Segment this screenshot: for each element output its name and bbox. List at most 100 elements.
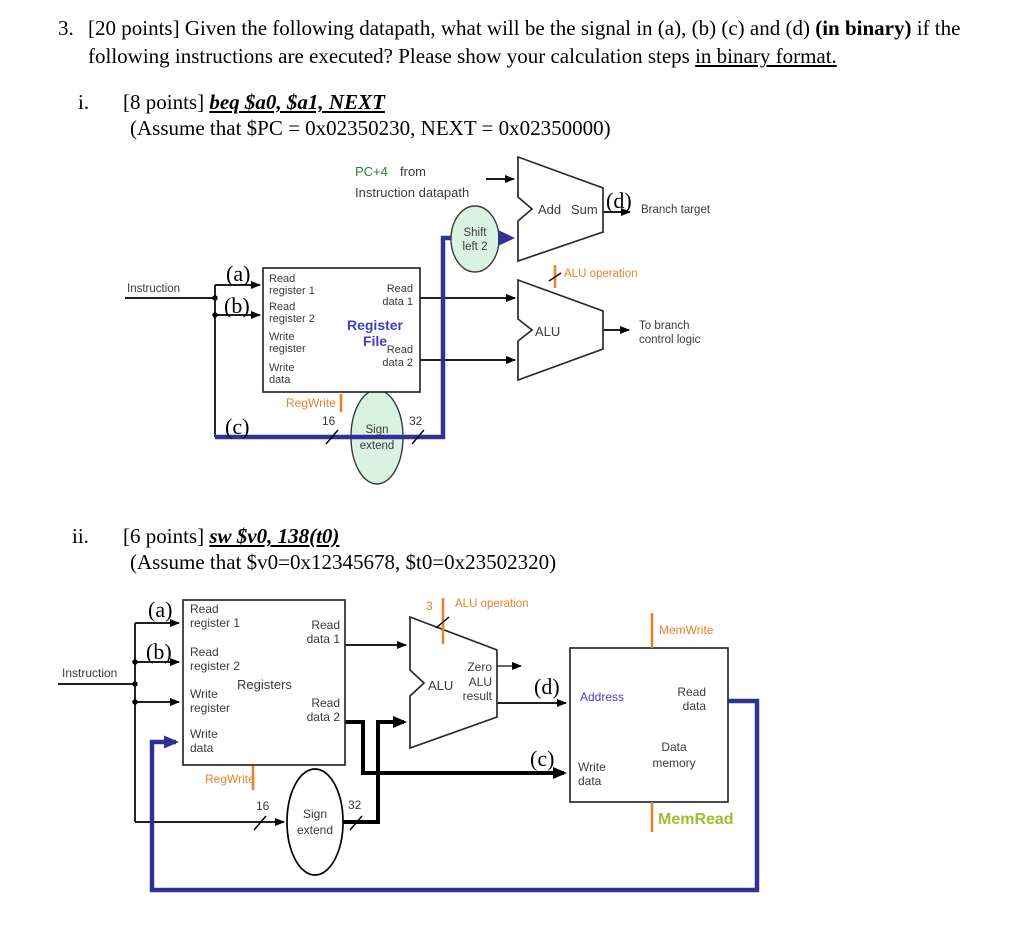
- d2-16-label: 16: [256, 799, 270, 813]
- d2-read-register-2-label: Read: [190, 645, 219, 659]
- d1-alu-operation-label: ALU operation: [564, 268, 638, 280]
- d1-labels: PC+4 from Instruction datapath Shift lef…: [127, 164, 711, 452]
- d1-instruction-label: Instruction: [127, 283, 180, 295]
- question-heading: 3. [20 points] Given the following datap…: [58, 14, 988, 70]
- d1-alu-operation-tick: [548, 272, 562, 282]
- d1-16-label: 16: [322, 414, 336, 428]
- d1-write-register-label: Write: [269, 331, 294, 343]
- question-text: [20 points] Given the following datapath…: [88, 14, 988, 70]
- d2-write-data-label: Write: [190, 727, 218, 741]
- d1-read-data-2-label: Read: [387, 344, 413, 356]
- diagram-2-sw-datapath: (a) (b) (c) (d) Instruction Read registe…: [58, 597, 760, 893]
- d2-registers-box: [182, 599, 346, 766]
- part-i-number: i.: [78, 90, 90, 114]
- d1-32-label: 32: [409, 414, 423, 428]
- d2-alu-result-label-1: ALU: [469, 675, 492, 689]
- part-ii-assumption: (Assume that $v0=0x12345678, $t0=0x23502…: [130, 549, 557, 574]
- part-ii-body: [6 points] sw $v0, 138(t0) (Assume that …: [123, 524, 556, 575]
- d1-instruction-datapath-label: Instruction datapath: [355, 185, 469, 200]
- d1-alu-label: ALU: [535, 324, 560, 339]
- d2-read-data-1-label: Read: [311, 618, 340, 632]
- d1-sum-label: Sum: [571, 202, 598, 217]
- d1-16bit-tick: [325, 429, 339, 445]
- d1-sign-label-2: extend: [360, 440, 395, 452]
- d2-alu-label: ALU: [428, 678, 453, 693]
- d2-read-data-2-label: Read: [311, 696, 340, 710]
- d1-add-label: Add: [538, 202, 561, 217]
- question-mid: if the following instructions are execut…: [88, 16, 961, 69]
- d2-junction-dot: [132, 681, 138, 687]
- d2-read-register-2-label2: register 2: [190, 659, 240, 673]
- d2-read-data2-to-memory-wire: [345, 720, 567, 779]
- d1-signal-b-label: (b): [224, 293, 250, 318]
- d1-pc4-from-label: from: [400, 164, 426, 179]
- d2-signal-d-label: (d): [534, 674, 560, 699]
- d1-control-signals: [339, 265, 562, 412]
- d2-junction-dot: [132, 699, 138, 705]
- d1-read-data-2-label2: data 2: [382, 357, 413, 369]
- d2-control-signals: [251, 598, 654, 832]
- d1-to-branch-label-2: control logic: [639, 334, 701, 346]
- d2-alu-result-label-2: result: [463, 689, 493, 703]
- d2-mem-write-data-label: Write: [578, 760, 606, 774]
- part-i-body: [8 points] beq $a0, $a1, NEXT (Assume th…: [123, 90, 611, 141]
- d1-pc4-label: PC+4: [355, 164, 388, 179]
- d2-regwrite-label: RegWrite: [205, 772, 255, 786]
- d2-read-register-1-label: Read: [190, 602, 219, 616]
- d1-read-register-1-label: Read: [269, 273, 295, 285]
- d1-read-data-1-label2: data 1: [382, 296, 413, 308]
- d1-register-file-title-2: File: [363, 333, 387, 349]
- d2-address-label: Address: [580, 690, 624, 704]
- d2-sign-label-1: Sign: [303, 807, 327, 821]
- d1-32bit-tick: [411, 429, 425, 445]
- d1-shift-label-1: Shift: [463, 227, 487, 239]
- d1-signal-a-label: (a): [226, 261, 250, 286]
- d2-signal-c-label: (c): [530, 746, 554, 771]
- d2-zero-label: Zero: [467, 660, 492, 674]
- d1-read-data-1-label: Read: [387, 283, 413, 295]
- question-underlined: in binary format.: [695, 44, 837, 69]
- d1-read-register-2-label2: register 2: [269, 313, 315, 325]
- d2-write-data-label2: data: [190, 741, 214, 755]
- d2-write-register-label2: register: [190, 701, 230, 715]
- d2-signal-b-label: (b): [146, 639, 172, 664]
- d1-alu-shape: [517, 278, 604, 382]
- d2-labels: (a) (b) (c) (d) Instruction Read registe…: [62, 597, 734, 837]
- diagram-1-beq-datapath: PC+4 from Instruction datapath Shift lef…: [125, 155, 711, 485]
- d2-read-data-2-label2: data 2: [307, 710, 341, 724]
- part-ii-heading: ii. [6 points] sw $v0, 138(t0) (Assume t…: [72, 524, 556, 575]
- d1-to-branch-label-1: To branch: [639, 320, 690, 332]
- d1-read-register-1-label2: register 1: [269, 285, 315, 297]
- d2-alu-operation-label: ALU operation: [455, 598, 529, 610]
- part-i-instruction: beq $a0, $a1, NEXT: [209, 90, 385, 114]
- d1-junction-dot: [212, 312, 218, 318]
- d2-3bit-label: 3: [426, 599, 433, 613]
- question-number: 3.: [58, 16, 74, 40]
- d2-32bit-tick: [349, 815, 363, 831]
- d2-read-data-1-label2: data 1: [307, 632, 341, 646]
- d2-sign-extend-ellipse: [286, 768, 344, 876]
- d1-shift-left-2-ellipse: [450, 205, 500, 273]
- part-ii-instruction: sw $v0, 138(t0): [209, 524, 340, 548]
- d2-read-data-label: Read: [677, 685, 706, 699]
- d2-registers-title: Registers: [237, 677, 292, 692]
- d2-read-register-1-label2: register 1: [190, 616, 240, 630]
- d2-read-data-label2: data: [683, 699, 707, 713]
- d2-junction-dot: [132, 659, 138, 665]
- d1-write-register-label2: register: [269, 343, 306, 355]
- d1-register-file-title-1: Register: [347, 317, 404, 333]
- part-ii-number: ii.: [72, 524, 89, 548]
- part-i-assumption: (Assume that $PC = 0x02350230, NEXT = 0x…: [130, 115, 611, 140]
- d2-data-memory-title-2: memory: [652, 756, 695, 770]
- d2-data-memory-title-1: Data: [661, 740, 687, 754]
- d2-memwrite-label: MemWrite: [659, 623, 714, 637]
- part-i-points: [8 points]: [123, 90, 210, 114]
- d1-regwrite-label: RegWrite: [286, 396, 336, 410]
- d2-blue-writeback-wire: [149, 698, 760, 893]
- d1-black-wires: [125, 175, 631, 437]
- d1-sign-label-1: Sign: [365, 424, 388, 436]
- d1-read-register-2-label: Read: [269, 301, 295, 313]
- d1-branch-target-label: Branch target: [641, 204, 711, 216]
- d2-sign-extend-out-wire: [343, 716, 407, 824]
